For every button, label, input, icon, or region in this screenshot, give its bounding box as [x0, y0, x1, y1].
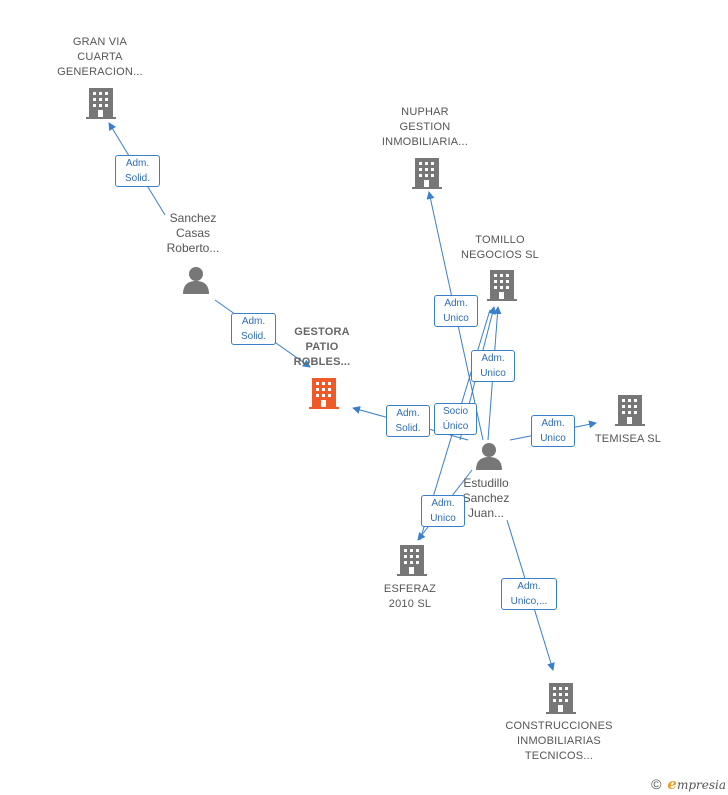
node-label-gran-via: GRAN VIA CUARTA GENERACION... — [57, 36, 143, 78]
edge-label-estudillo-tomillo: Adm. Unico — [471, 350, 515, 382]
edge-label-sanchez-gestora: Adm. Solid. — [231, 313, 276, 345]
person-icon[interactable] — [474, 441, 504, 471]
building-icon[interactable] — [546, 681, 576, 715]
person-label-sanchez: Sanchez Casas Roberto... — [166, 211, 220, 255]
edge-label-sanchez-granvia: Adm. Solid. — [115, 155, 160, 187]
node-label-temisea: TEMISEA SL — [594, 433, 662, 445]
node-label-gestora: GESTORA PATIO ROBLES... — [293, 326, 351, 368]
footer-brand: © empresia — [651, 775, 726, 793]
edge-label-estudillo-temisea: Adm. Unico — [531, 415, 575, 447]
building-icon[interactable] — [86, 86, 116, 120]
node-label-esferaz: ESFERAZ 2010 SL — [383, 583, 437, 610]
edge-label-estudillo-gestora: Adm. Solid. — [386, 405, 430, 437]
edge-label-socio-unico: Socio Único — [434, 403, 477, 435]
edge-label-estudillo-esferaz: Adm. Unico — [421, 495, 465, 527]
copyright-icon: © — [651, 776, 662, 792]
node-label-construcciones: CONSTRUCCIONES INMOBILIARIAS TECNICOS... — [505, 720, 613, 762]
person-label-estudillo: Estudillo Sanchez Juan... — [462, 476, 510, 520]
building-icon[interactable] — [397, 543, 427, 577]
building-icon-highlighted[interactable] — [309, 376, 339, 410]
node-label-nuphar: NUPHAR GESTION INMOBILIARIA... — [381, 106, 469, 148]
building-icon[interactable] — [487, 268, 517, 302]
edge-label-estudillo-construcciones: Adm. Unico,... — [501, 578, 557, 610]
building-icon[interactable] — [615, 393, 645, 427]
node-label-tomillo: TOMILLO NEGOCIOS SL — [461, 234, 539, 261]
person-icon[interactable] — [181, 265, 211, 295]
brand-logo[interactable]: empresia — [667, 775, 726, 793]
edge-label-estudillo-nuphar: Adm. Unico — [434, 295, 478, 327]
building-icon[interactable] — [412, 156, 442, 190]
